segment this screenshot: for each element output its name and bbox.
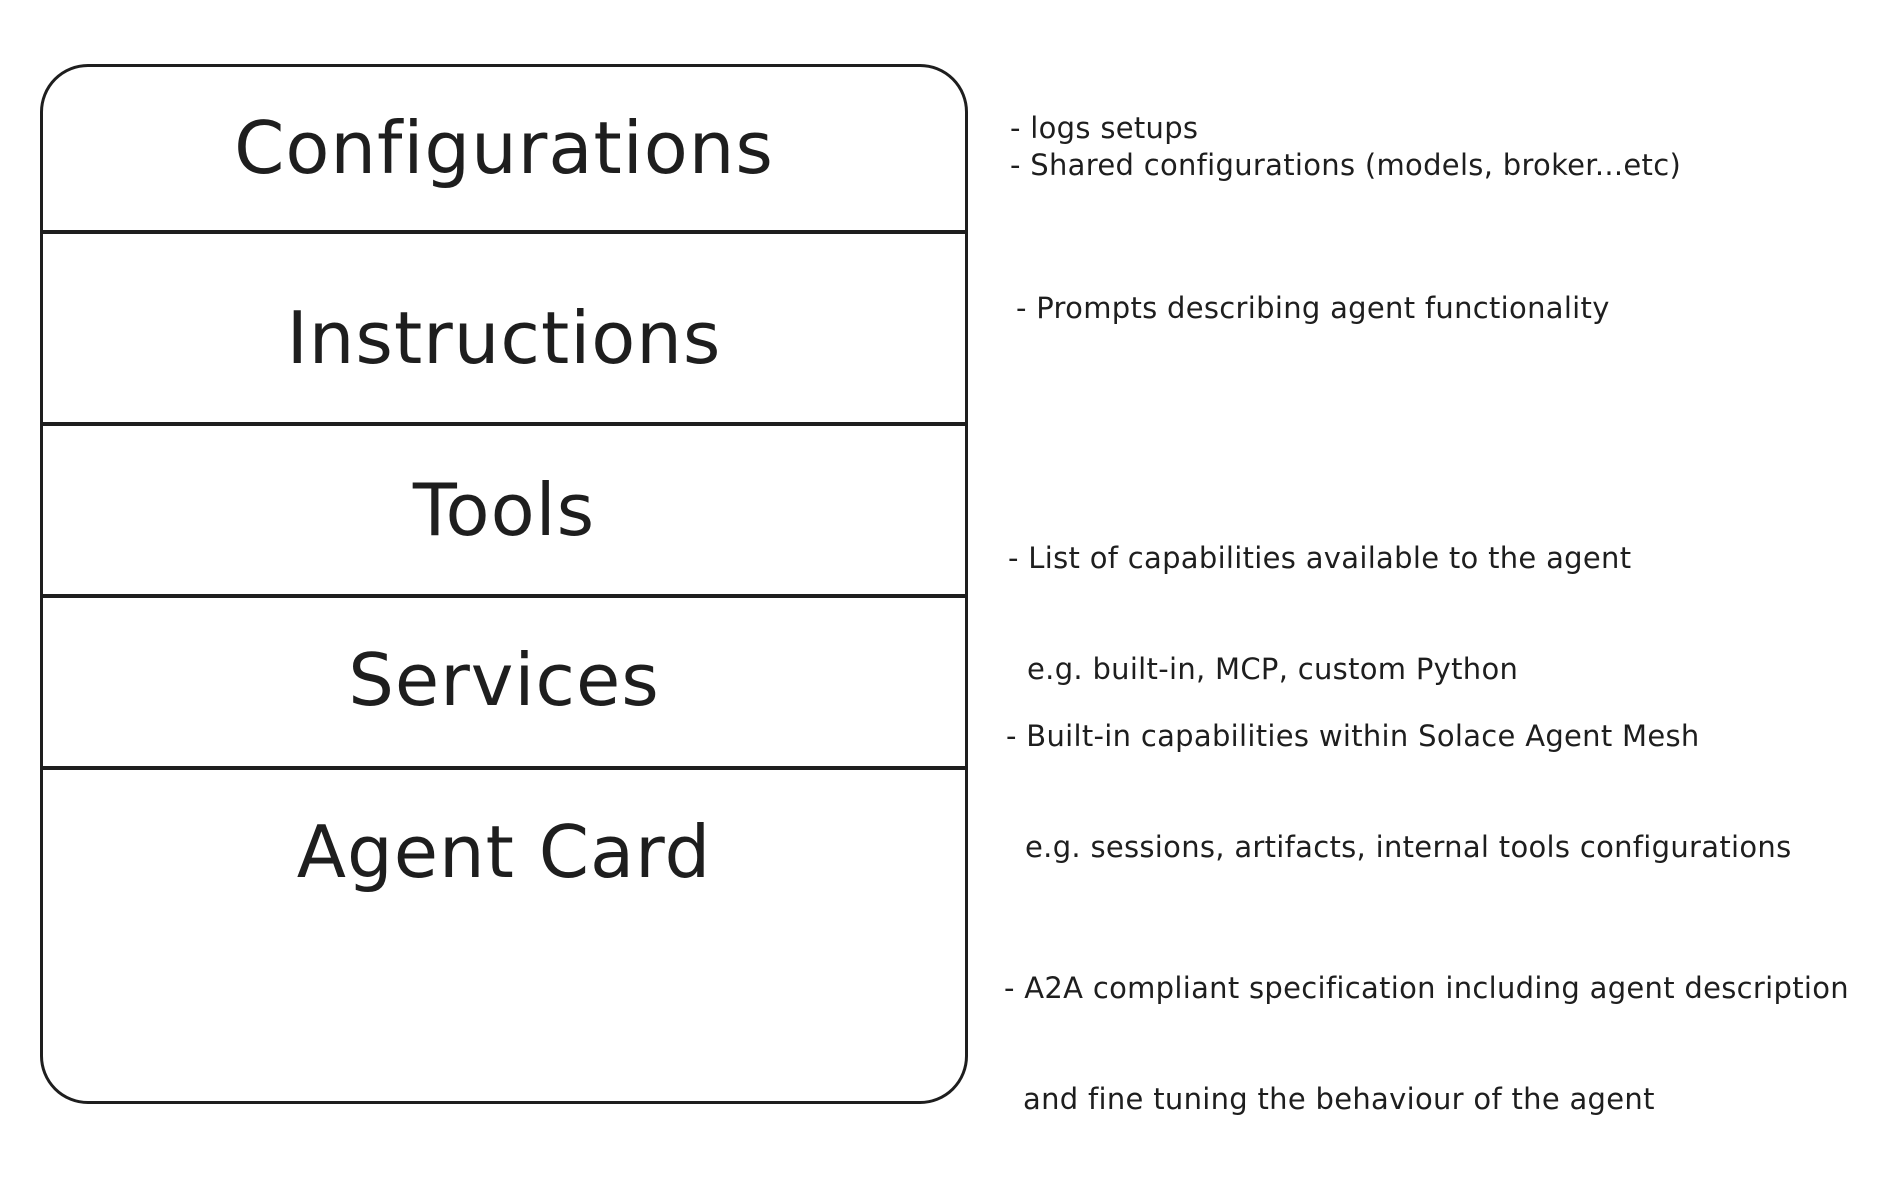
note-line: e.g. built-in, MCP, custom Python	[1008, 652, 1519, 686]
note-instructions: - Prompts describing agent functionality	[1016, 290, 1610, 327]
note-line: e.g. sessions, artifacts, internal tools…	[1006, 830, 1792, 864]
note-configurations: - logs setups - Shared configurations (m…	[1010, 110, 1681, 184]
note-line: - Built-in capabilities within Solace Ag…	[1006, 719, 1700, 753]
divider-tools-services	[43, 594, 965, 598]
layer-title-instructions: Instructions	[286, 296, 722, 380]
note-line: - logs setups	[1010, 111, 1199, 145]
note-line: and fine tuning the behaviour of the age…	[1004, 1082, 1655, 1116]
layer-title-services: Services	[348, 638, 660, 722]
note-line: - Prompts describing agent functionality	[1016, 291, 1610, 325]
layer-title-tools: Tools	[412, 468, 596, 552]
agent-stack-box	[40, 64, 968, 1104]
note-line: - List of capabilities available to the …	[1008, 541, 1632, 575]
note-line: - Shared configurations (models, broker.…	[1010, 148, 1682, 182]
note-line: - A2A compliant specification including …	[1004, 971, 1849, 1005]
note-agent-card: - A2A compliant specification including …	[1004, 896, 1849, 1192]
layer-title-agent-card: Agent Card	[296, 810, 712, 894]
note-services: - Built-in capabilities within Solace Ag…	[1006, 644, 1792, 940]
divider-instructions-tools	[43, 422, 965, 426]
note-tools: - List of capabilities available to the …	[1008, 466, 1631, 762]
divider-services-agent-card	[43, 766, 965, 770]
divider-configurations-instructions	[43, 230, 965, 234]
agent-architecture-diagram: Configurations Instructions Tools Servic…	[40, 64, 1849, 1116]
layer-title-configurations: Configurations	[234, 106, 774, 190]
